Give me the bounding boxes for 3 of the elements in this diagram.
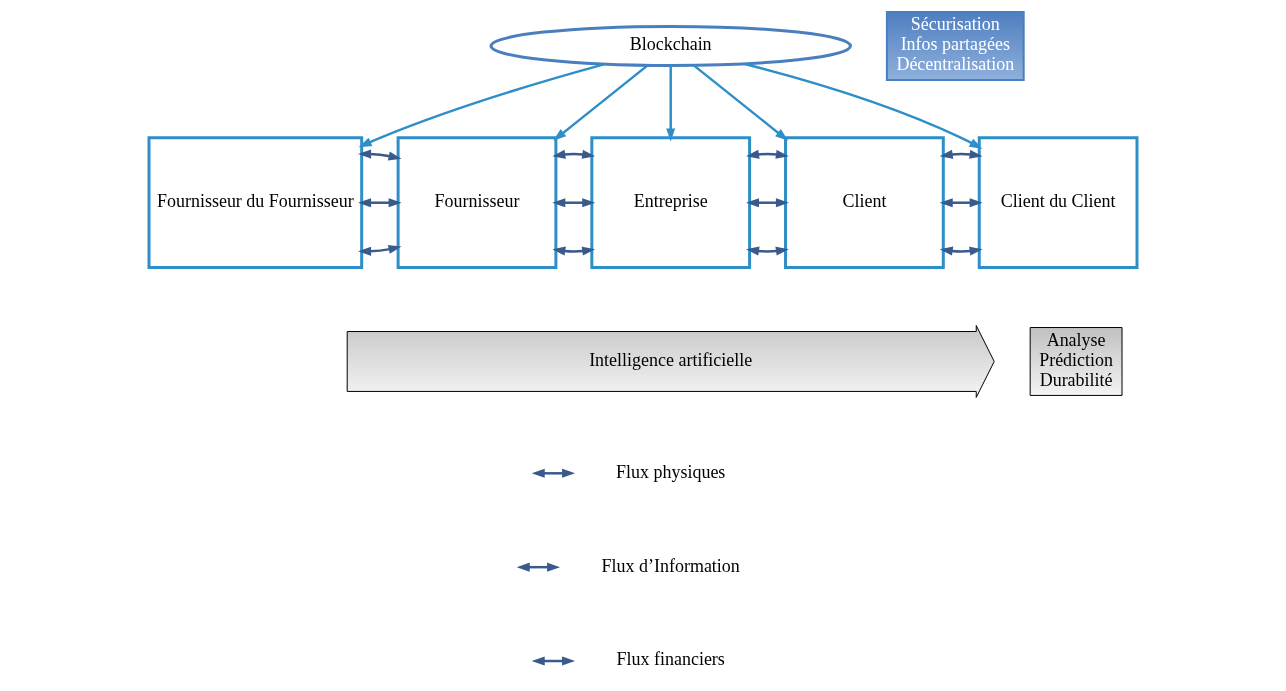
legend-label: Flux physiques [616, 461, 726, 482]
legend-label: Flux d’Information [601, 555, 740, 576]
legend-label: Flux financiers [616, 649, 725, 670]
